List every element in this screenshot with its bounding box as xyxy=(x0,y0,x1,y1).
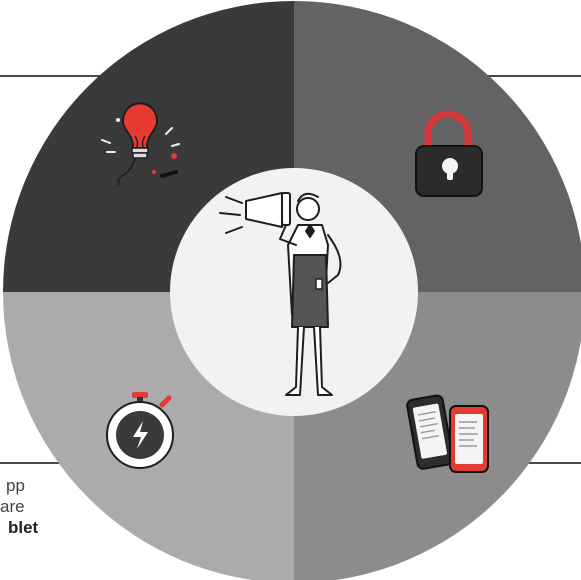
circular-diagram xyxy=(0,0,581,580)
